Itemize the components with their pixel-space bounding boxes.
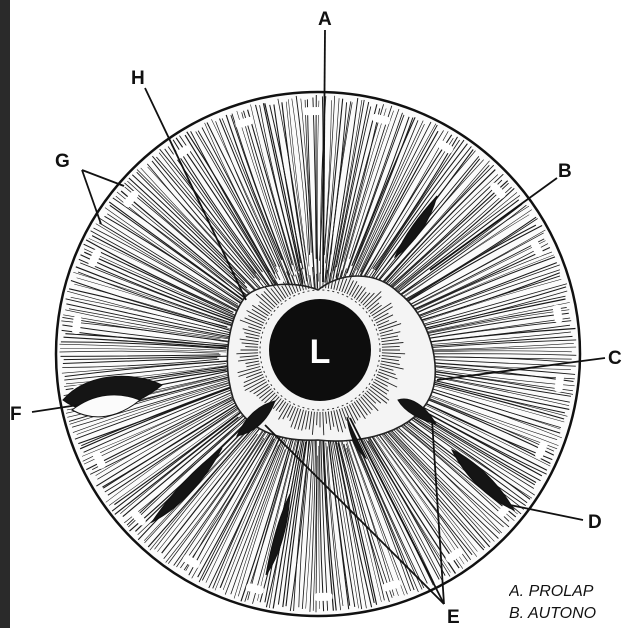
leader-g2	[82, 170, 101, 224]
callout-f: F	[10, 404, 22, 425]
left-frame-strip	[0, 0, 10, 628]
legend-item-2: B. AUTONO	[509, 605, 625, 623]
callout-g: G	[55, 151, 70, 172]
collarette-spoke	[245, 347, 258, 348]
callout-c: C	[608, 348, 622, 369]
callout-h: H	[131, 68, 145, 89]
callout-b: B	[558, 161, 572, 182]
legend-item-1: A. PROLAP	[509, 583, 625, 601]
pupil-label: L	[310, 333, 331, 371]
leader-g1	[82, 170, 124, 186]
callout-a: A	[318, 9, 332, 30]
callout-d: D	[588, 512, 602, 533]
rim-patch	[303, 107, 321, 115]
collarette-spoke	[317, 412, 318, 425]
collarette-spoke	[317, 274, 318, 288]
rim-patch	[314, 593, 332, 601]
callout-e: E	[447, 607, 460, 628]
